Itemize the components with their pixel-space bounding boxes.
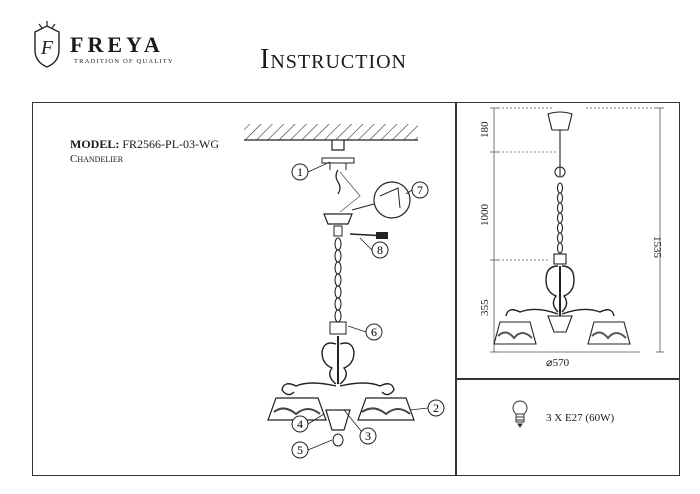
callout-7 [411,181,429,199]
logo-monogram: F [40,37,54,59]
model-line: MODEL: FR2566-PL-03-WG [70,137,219,152]
callout-label: 3 [365,429,371,443]
callout-3 [359,427,377,445]
arm-left [281,382,337,396]
brand-name: FREYA [70,32,164,57]
horizontal-divider [455,378,680,380]
model-code: FR2566-PL-03-WG [122,137,220,151]
dim-total-height: 1535 [651,236,663,259]
arm-right [339,382,395,396]
model-label: MODEL: [70,137,120,151]
callout-8 [371,241,389,259]
bulb [332,433,344,447]
light-bulb-icon [512,400,528,428]
dim-chain-length: 1000 [479,204,491,227]
dim-canopy-height: 180 [479,121,491,138]
detail-circle [373,181,411,219]
mounting-bracket [331,140,345,151]
canopy [323,213,353,225]
callout-2 [427,399,445,417]
chain [334,237,342,323]
vertical-divider [455,102,457,476]
page-title: Instruction [260,44,407,75]
shade-right [357,397,415,421]
shade-center [325,409,351,431]
callout-6 [365,323,383,341]
dim-diameter: ⌀570 [546,357,570,369]
diagram-frame [32,102,680,476]
freya-logo-icon: F [34,21,60,68]
lamp-spec: 3 X E27 (60W) [546,412,615,424]
shade-left [267,397,327,421]
elevation-shade-left [493,321,537,345]
elevation-chain [556,182,564,254]
callout-label: 2 [433,401,439,415]
brand-tagline: TRADITION OF QUALITY [74,58,174,65]
elevation-shade-right [587,321,631,345]
callout-label: 4 [297,417,303,431]
callout-label: 7 [417,183,423,197]
callout-label: 6 [371,325,377,339]
callout-label: 8 [377,243,383,257]
dim-body-height: 355 [479,299,491,316]
callout-5 [291,441,309,459]
scroll-ornament [321,342,337,385]
callout-label: 5 [297,443,303,457]
ceiling-hatch [244,124,418,140]
callout-4 [291,415,309,433]
elevation-canopy [547,111,573,131]
model-type: Chandelier [70,153,124,165]
callout-1 [291,163,309,181]
callout-label: 1 [297,165,303,179]
